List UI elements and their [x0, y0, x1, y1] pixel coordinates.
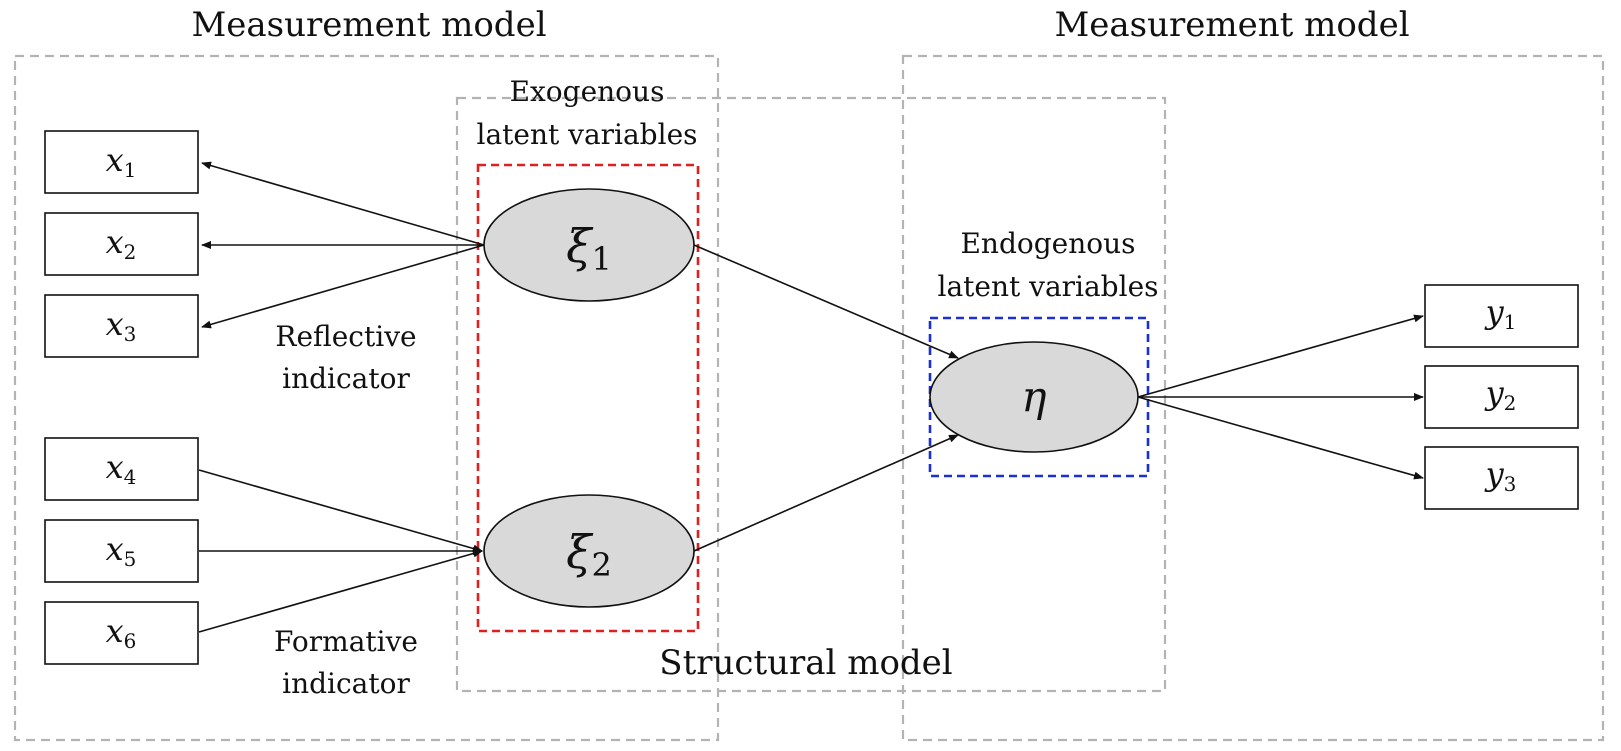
indicator-x4: x4	[44, 437, 199, 501]
indicator-x4-subscript: 4	[124, 465, 137, 489]
latent-xi2-subscript: 2	[591, 546, 611, 584]
latent-xi2-label: ξ2	[566, 525, 612, 584]
indicator-x3-subscript: 3	[124, 322, 137, 346]
indicator-y3: y3	[1424, 446, 1579, 510]
structural-model-region	[455, 96, 1167, 693]
indicator-y3-symbol: y	[1484, 455, 1505, 493]
indicator-x5-box	[44, 519, 199, 583]
indicator-y1-box	[1424, 284, 1579, 348]
latent-eta: η	[929, 341, 1139, 453]
indicator-y2-symbol: y	[1484, 374, 1505, 412]
arrow-x4-xi2	[198, 469, 483, 553]
endogenous-label-line2: latent variables	[937, 270, 1158, 303]
latent-xi1: ξ1	[483, 188, 695, 302]
indicator-x5-subscript: 5	[124, 547, 137, 571]
reflective-label-line2: indicator	[282, 362, 410, 395]
indicator-x1-box	[44, 130, 199, 194]
indicator-x4-label: x4	[106, 448, 137, 489]
indicator-y3-box	[1424, 446, 1579, 510]
arrow-xi1-eta	[693, 244, 959, 359]
formative-label-line2: indicator	[282, 667, 410, 700]
measurement-model-right-title: Measurement model	[1054, 5, 1409, 45]
endogenous-label-line1: Endogenous	[960, 227, 1135, 260]
latent-eta-label: η	[1021, 372, 1046, 421]
arrow-xi1-x3	[201, 244, 485, 329]
indicator-y2-box	[1424, 365, 1579, 429]
arrow-x6-xi2	[198, 549, 483, 633]
indicator-x5-symbol: x	[106, 530, 124, 568]
reflective-label-line1: Reflective	[275, 320, 416, 353]
measurement-model-left-region	[13, 54, 720, 742]
indicator-x1-symbol: x	[106, 141, 124, 179]
indicator-y2: y2	[1424, 365, 1579, 429]
indicator-x2: x2	[44, 212, 199, 276]
indicator-x4-box	[44, 437, 199, 501]
latent-xi1-ellipse	[483, 188, 695, 302]
indicator-x2-label: x2	[106, 223, 137, 264]
indicator-y1-label: y1	[1484, 293, 1517, 334]
indicator-y1-symbol: y	[1484, 293, 1505, 331]
exogenous-label-line1: Exogenous	[510, 75, 665, 108]
indicator-x5-label: x5	[106, 530, 137, 571]
latent-xi2: ξ2	[483, 494, 695, 608]
indicator-x1-label: x1	[106, 141, 137, 182]
indicator-x6-box	[44, 601, 199, 665]
arrow-xi2-eta	[693, 434, 959, 552]
indicator-y2-label: y2	[1484, 374, 1517, 415]
indicator-y3-label: y3	[1484, 455, 1517, 496]
arrow-eta-y1	[1137, 314, 1424, 398]
measurement-model-right-region	[901, 54, 1605, 742]
latent-xi1-label: ξ1	[566, 219, 612, 278]
structural-model-title: Structural model	[659, 643, 952, 683]
indicator-x1-subscript: 1	[124, 158, 137, 182]
indicator-y1-subscript: 1	[1504, 310, 1517, 334]
indicator-x3-symbol: x	[106, 305, 124, 343]
arrow-xi1-x1	[201, 161, 485, 246]
indicator-x2-symbol: x	[106, 223, 124, 261]
indicator-x6-symbol: x	[106, 612, 124, 650]
indicator-x6-label: x6	[106, 612, 137, 653]
indicator-x5: x5	[44, 519, 199, 583]
latent-eta-ellipse	[929, 341, 1139, 453]
measurement-model-left-title: Measurement model	[191, 5, 546, 45]
indicator-x3-box	[44, 294, 199, 358]
indicator-x4-symbol: x	[106, 448, 124, 486]
latent-xi1-symbol: ξ	[566, 219, 594, 273]
arrow-eta-y3	[1137, 396, 1424, 480]
indicator-x1: x1	[44, 130, 199, 194]
indicator-x6: x6	[44, 601, 199, 665]
indicator-x2-subscript: 2	[124, 240, 137, 264]
indicator-y3-subscript: 3	[1504, 472, 1517, 496]
latent-xi1-subscript: 1	[591, 240, 611, 278]
endogenous-latent-box	[928, 316, 1150, 478]
indicator-x6-subscript: 6	[124, 629, 137, 653]
exogenous-label-line2: latent variables	[476, 118, 697, 151]
latent-xi2-ellipse	[483, 494, 695, 608]
indicator-x3-label: x3	[106, 305, 137, 346]
indicator-y1: y1	[1424, 284, 1579, 348]
latent-xi2-symbol: ξ	[566, 525, 594, 579]
exogenous-latent-box	[476, 163, 700, 633]
indicator-x3: x3	[44, 294, 199, 358]
indicator-x2-box	[44, 212, 199, 276]
formative-label-line1: Formative	[274, 625, 418, 658]
indicator-y2-subscript: 2	[1504, 391, 1517, 415]
